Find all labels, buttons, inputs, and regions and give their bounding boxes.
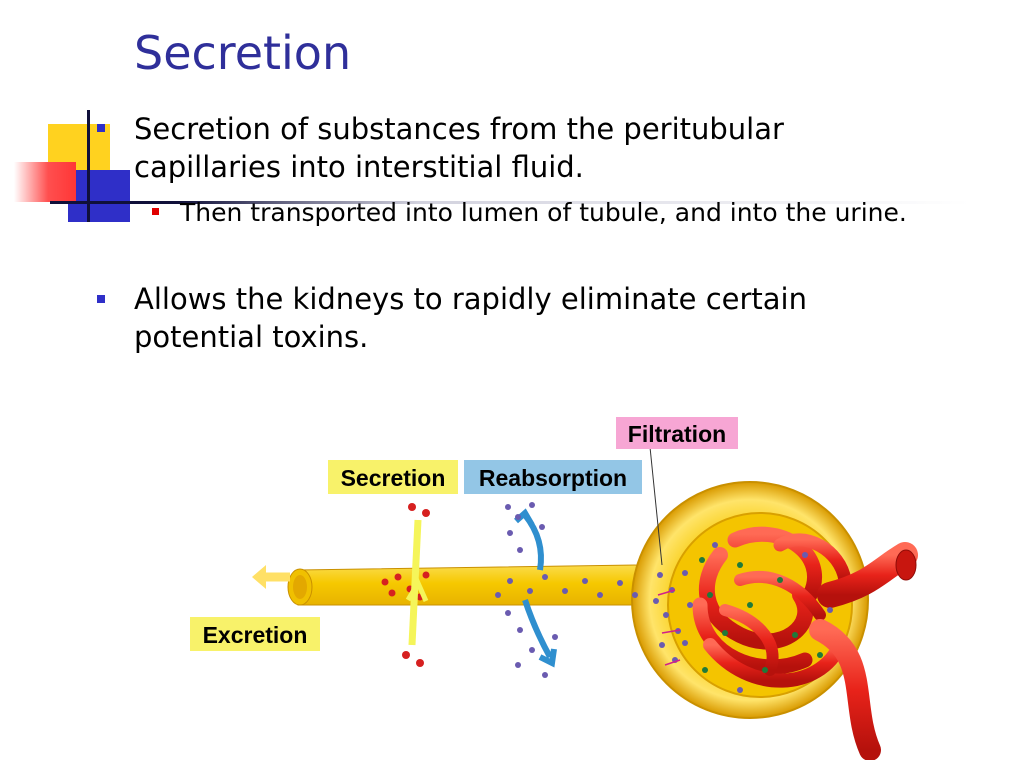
bullet-marker-level1 — [97, 295, 105, 303]
reabsorption-label: Reabsorption — [464, 460, 642, 494]
nephron-diagram: Filtration Secretion Reabsorption Excret… — [190, 417, 918, 760]
tubule — [287, 544, 676, 632]
bullet-item: Allows the kidneys to rapidly eliminate … — [134, 282, 807, 354]
excretion-label: Excretion — [190, 617, 320, 651]
secretion-label-text: Secretion — [341, 465, 446, 491]
arteriole-opening — [895, 549, 917, 581]
excretion-arrow — [252, 565, 290, 589]
tubule-molecules — [381, 571, 638, 601]
decor-vertical-line — [87, 110, 90, 222]
secretion-arrow — [402, 503, 430, 667]
slide-title: Secretion — [134, 26, 352, 80]
decor-horizontal-line — [50, 201, 970, 204]
bullet-item: Secretion of substances from the peritub… — [134, 112, 784, 184]
secretion-label: Secretion — [328, 460, 458, 494]
excretion-label-text: Excretion — [203, 622, 308, 648]
filtration-pointer — [649, 446, 663, 566]
decor-red-gradient — [14, 162, 76, 202]
sub-bullet-item: Then transported into lumen of tubule, a… — [180, 198, 907, 227]
filtration-arrows — [657, 589, 681, 666]
decor-blue-square — [68, 170, 130, 222]
filtration-label: Filtration — [616, 417, 738, 449]
filtration-label-text: Filtration — [628, 421, 726, 447]
bullet-marker-level1 — [97, 124, 105, 132]
reabsorbed-molecules — [505, 502, 558, 678]
bullet-marker-level2 — [152, 208, 159, 215]
reabsorption-label-text: Reabsorption — [479, 465, 627, 491]
